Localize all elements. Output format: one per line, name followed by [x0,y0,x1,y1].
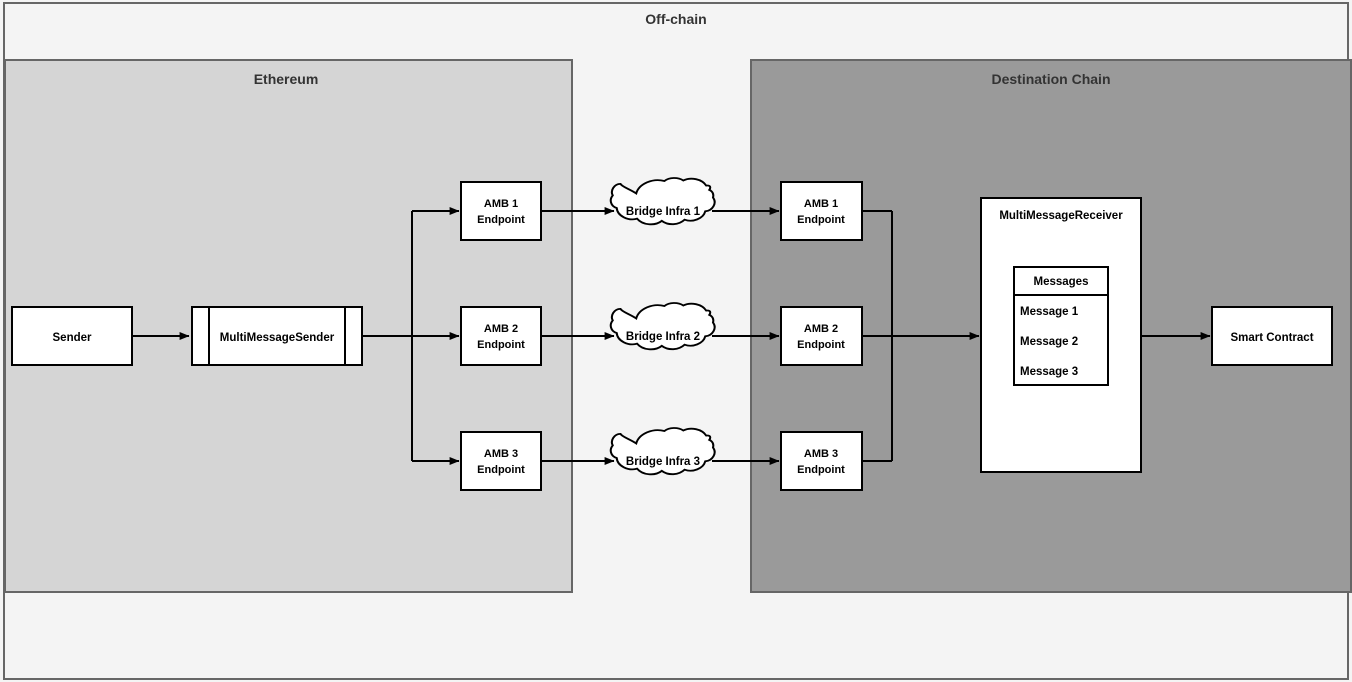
node-source-amb-3[interactable]: AMB 3 Endpoint [460,431,542,491]
messages-row-2: Message 2 [1020,336,1078,348]
node-sender[interactable]: Sender [11,306,133,366]
node-dest-amb-3[interactable]: AMB 3 Endpoint [780,431,863,491]
bridge-infra-3-label: Bridge Infra 3 [626,456,700,468]
messages-row-1: Message 1 [1020,306,1079,318]
node-dest-amb-2[interactable]: AMB 2 Endpoint [780,306,863,366]
ethereum-panel-title: Ethereum [254,71,319,87]
multi-message-receiver-label: MultiMessageReceiver [999,210,1123,222]
node-dest-amb-1[interactable]: AMB 1 Endpoint [780,181,863,241]
dest-amb-2-line1: AMB 2 [804,323,838,335]
sender-label: Sender [53,332,93,344]
smart-contract-label: Smart Contract [1230,332,1313,344]
node-multi-message-sender[interactable]: MultiMessageSender [191,306,363,366]
bridge-infra-1-label: Bridge Infra 1 [626,206,701,218]
dest-amb-3-line2: Endpoint [797,464,845,476]
source-amb-3-line2: Endpoint [477,464,525,476]
source-amb-1-line2: Endpoint [477,214,525,226]
destination-panel-title: Destination Chain [991,71,1110,87]
node-smart-contract[interactable]: Smart Contract [1211,306,1333,366]
messages-table-header: Messages [1034,276,1089,288]
source-amb-3-line1: AMB 3 [484,448,518,460]
source-amb-2-line1: AMB 2 [484,323,518,335]
bridge-infra-2-label: Bridge Infra 2 [626,331,700,343]
node-multi-message-receiver[interactable]: MultiMessageReceiver Messages Message 1 … [980,197,1142,473]
node-bridge-infra-1[interactable]: Bridge Infra 1 [609,177,716,226]
dest-amb-1-line2: Endpoint [797,214,845,226]
node-bridge-infra-2[interactable]: Bridge Infra 2 [609,302,716,351]
node-source-amb-2[interactable]: AMB 2 Endpoint [460,306,542,366]
dest-amb-3-line1: AMB 3 [804,448,838,460]
dest-amb-2-line2: Endpoint [797,339,845,351]
messages-row-3: Message 3 [1020,366,1078,378]
multi-message-sender-label: MultiMessageSender [220,332,335,344]
node-bridge-infra-3[interactable]: Bridge Infra 3 [609,427,716,476]
source-amb-2-line2: Endpoint [477,339,525,351]
dest-amb-1-line1: AMB 1 [804,198,838,210]
messages-table[interactable]: Messages Message 1 Message 2 Message 3 [1013,266,1109,386]
node-source-amb-1[interactable]: AMB 1 Endpoint [460,181,542,241]
source-amb-1-line1: AMB 1 [484,198,518,210]
offchain-title: Off-chain [645,11,706,27]
